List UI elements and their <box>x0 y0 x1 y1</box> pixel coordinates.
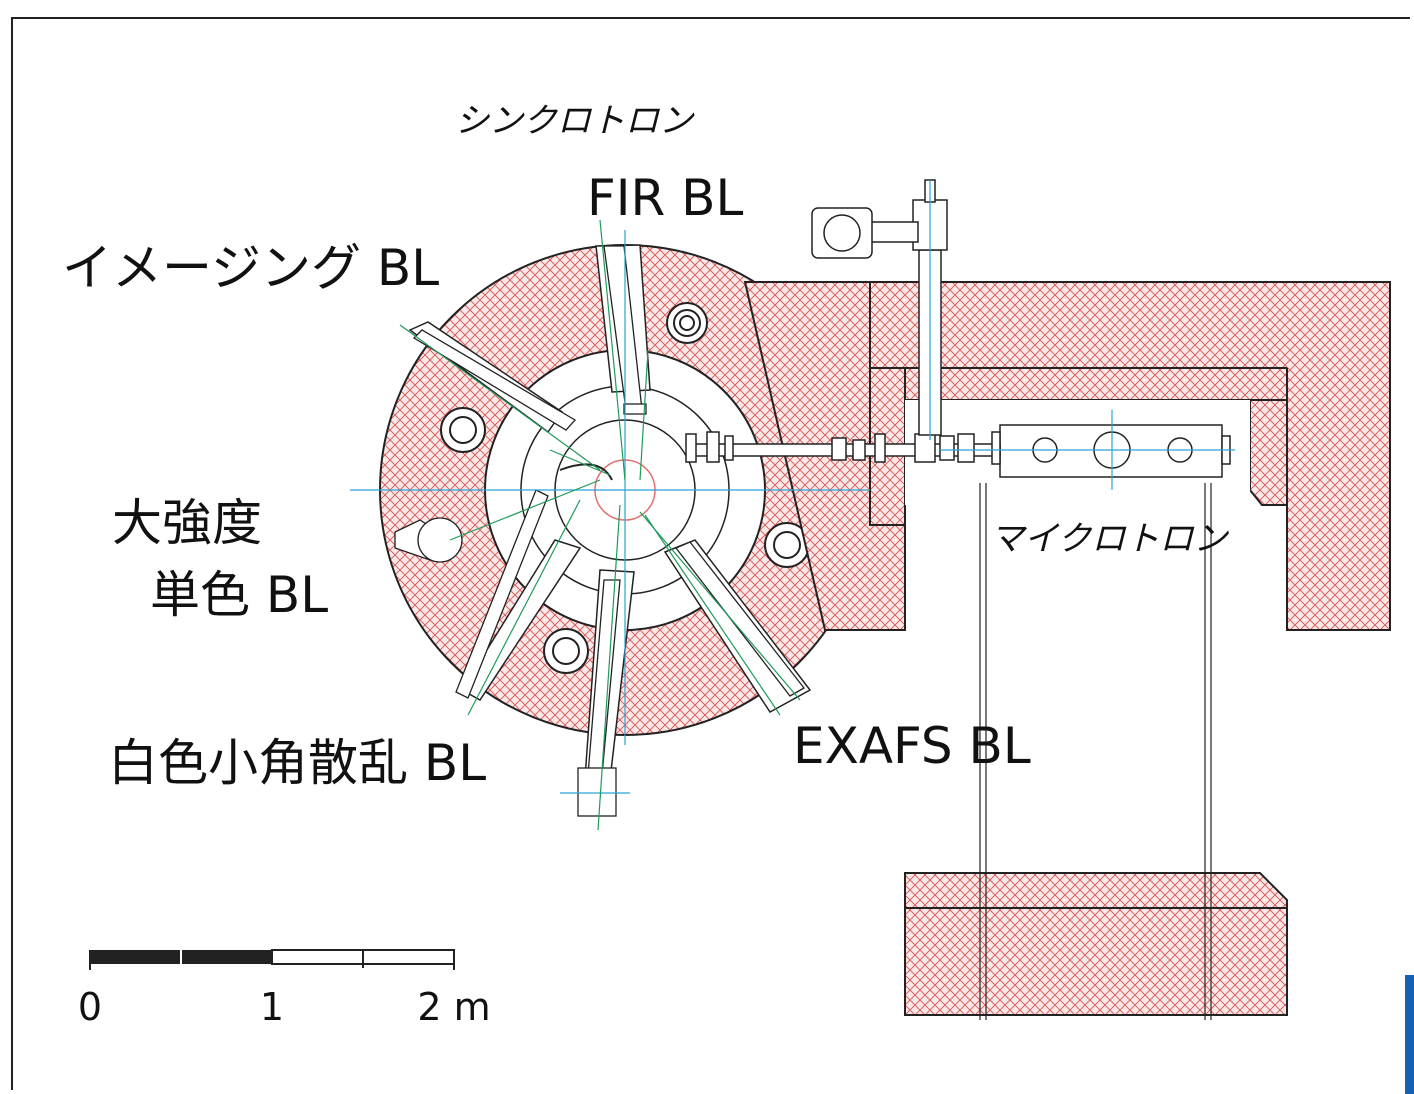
beam-paths <box>399 219 801 831</box>
shield-holes <box>440 302 810 674</box>
label-fir-bl: FIR BL <box>587 169 743 227</box>
label-white-saxs-bl: 白色小角散乱 BL <box>108 734 486 792</box>
label-imaging-bl: イメージング BL <box>62 239 439 297</box>
label-microtron: マイクロトロン <box>990 519 1229 559</box>
scale-tick-2: 2 m <box>417 985 490 1029</box>
label-synchrotron: シンクロトロン <box>455 101 695 141</box>
scale-tick-1: 1 <box>260 985 284 1029</box>
beam-pipes <box>394 245 805 817</box>
scale-bar: 0 1 2 m <box>78 949 491 1029</box>
axis-lines <box>350 180 1235 794</box>
lower-shield-block <box>904 872 1288 1016</box>
scale-tick-0: 0 <box>78 985 102 1029</box>
label-high-intensity-line1: 大強度 <box>112 494 262 552</box>
figure-frame <box>11 17 1410 1090</box>
label-high-intensity-line2: 単色 BL <box>150 566 328 624</box>
support-lines <box>979 483 1212 1020</box>
accent-bar <box>1405 975 1414 1094</box>
label-exafs-bl: EXAFS BL <box>793 717 1031 775</box>
